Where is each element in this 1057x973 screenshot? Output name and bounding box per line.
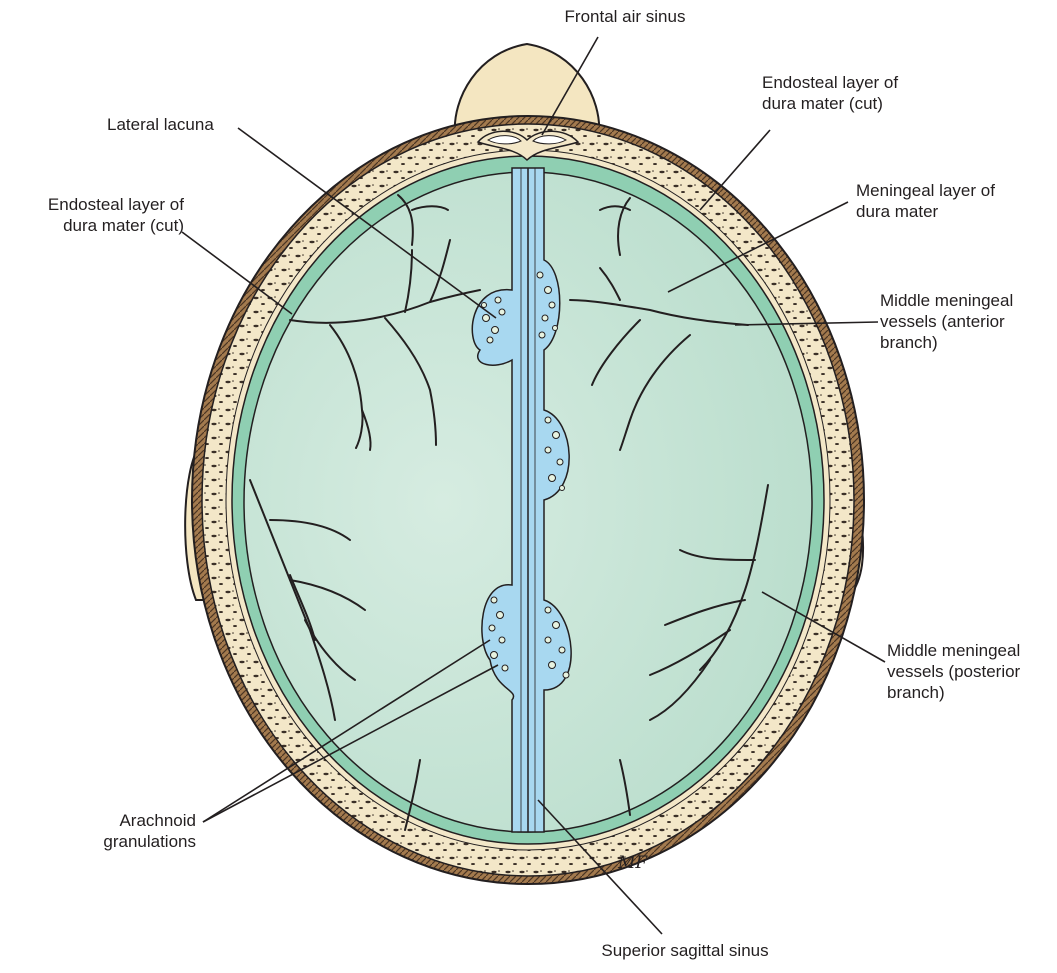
label-meningeal-layer: Meningeal layer of dura mater (856, 180, 995, 222)
label-arachnoid-granulations: Arachnoid granulations (90, 810, 196, 852)
label-superior-sagittal-sinus: Superior sagittal sinus (570, 940, 800, 961)
label-lateral-lacuna: Lateral lacuna (107, 114, 214, 135)
label-middle-meningeal-anterior: Middle meningeal vessels (anterior branc… (880, 290, 1013, 353)
label-middle-meningeal-posterior: Middle meningeal vessels (posterior bran… (887, 640, 1020, 703)
label-endosteal-layer-left: Endosteal layer of dura mater (cut) (8, 194, 184, 236)
label-frontal-air-sinus: Frontal air sinus (560, 6, 690, 27)
artist-signature: MF (617, 853, 648, 873)
label-endosteal-layer-right: Endosteal layer of dura mater (cut) (762, 72, 898, 114)
